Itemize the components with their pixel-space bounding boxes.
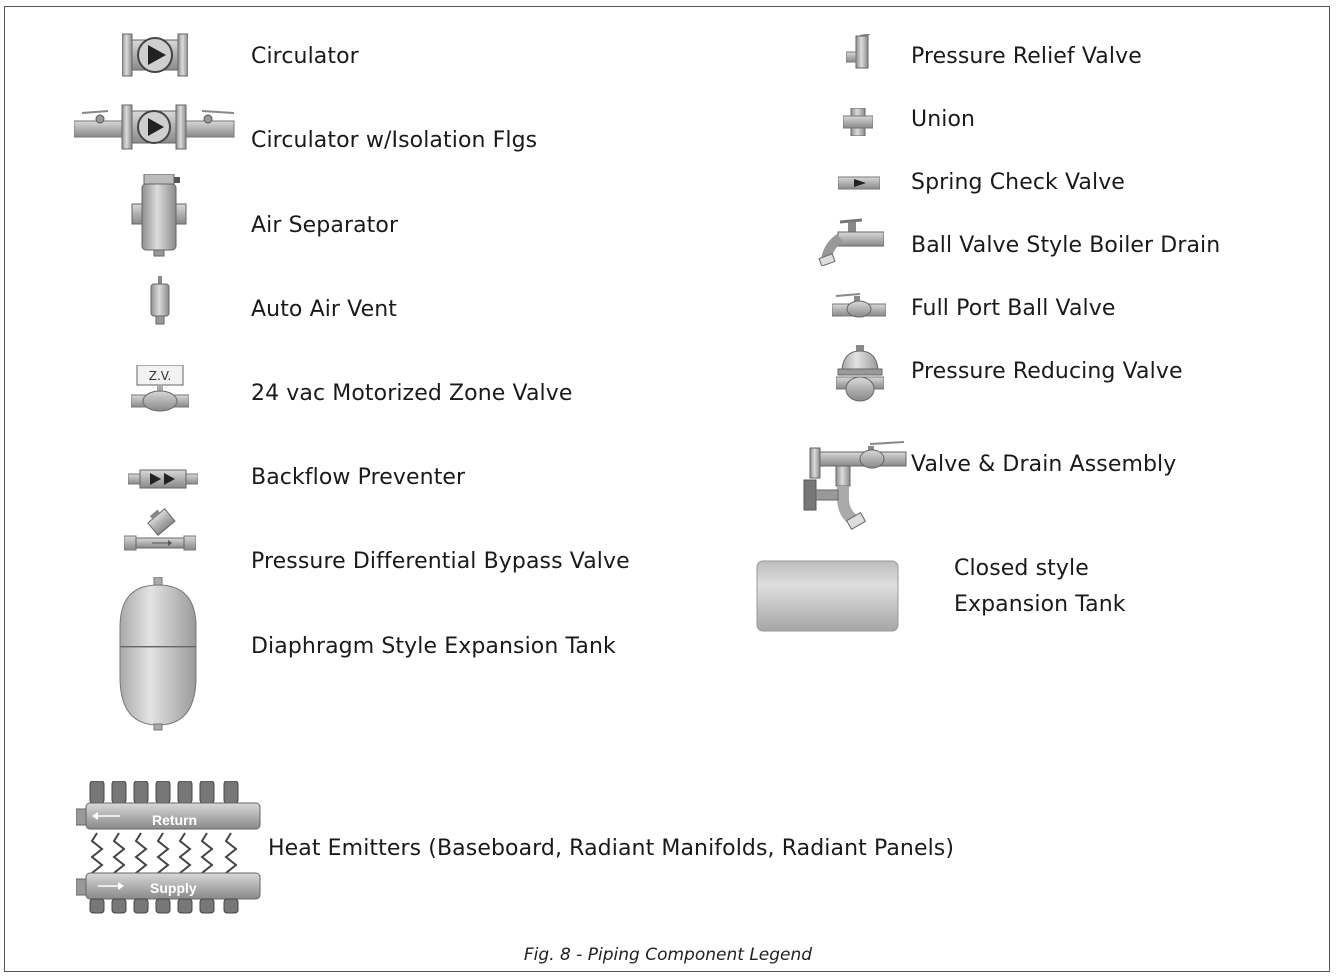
closed-tank-label-line2: Expansion Tank <box>954 592 1126 617</box>
zone-valve-icon: Z.V. <box>131 365 189 415</box>
circulator-label: Circulator <box>251 44 359 69</box>
backflow-preventer-icon <box>128 468 198 490</box>
circulator-isolation-flanges-label: Circulator w/Isolation Flgs <box>251 128 538 153</box>
circulator-icon <box>122 30 188 80</box>
ball-valve-icon <box>832 292 886 318</box>
figure-caption: Fig. 8 - Piping Component Legend <box>523 945 813 965</box>
pressure-relief-valve-icon <box>846 34 874 74</box>
zone-valve-text: Z.V. <box>149 369 172 383</box>
zone-valve-label: 24 vac Motorized Zone Valve <box>251 381 573 406</box>
heat-emitters-label: Heat Emitters (Baseboard, Radiant Manifo… <box>268 836 955 861</box>
diaphragm-tank-icon <box>118 577 198 731</box>
manifold-icon <box>76 781 266 915</box>
closed-tank-icon <box>756 560 899 632</box>
boiler-drain-icon <box>818 218 884 266</box>
auto-air-vent-label: Auto Air Vent <box>251 297 398 322</box>
manifold-supply-label: Supply <box>150 880 197 896</box>
valve-drain-assembly-label: Valve & Drain Assembly <box>911 452 1177 477</box>
backflow-preventer-label: Backflow Preventer <box>251 465 466 490</box>
spring-check-valve-label: Spring Check Valve <box>911 170 1125 195</box>
ball-valve-label: Full Port Ball Valve <box>911 296 1116 321</box>
air-separator-icon <box>130 174 190 258</box>
spring-check-valve-icon <box>838 175 880 191</box>
boiler-drain-label: Ball Valve Style Boiler Drain <box>911 233 1221 258</box>
union-label: Union <box>911 107 976 132</box>
closed-tank-label-line1: Closed style <box>954 556 1089 581</box>
pressure-relief-valve-label: Pressure Relief Valve <box>911 44 1142 69</box>
bypass-valve-label: Pressure Differential Bypass Valve <box>251 549 630 574</box>
air-separator-label: Air Separator <box>251 213 399 238</box>
bypass-valve-icon <box>124 508 196 552</box>
manifold-return-label: Return <box>152 812 198 828</box>
valve-drain-assembly-icon <box>796 438 908 532</box>
union-icon <box>843 108 873 136</box>
legend-frame <box>4 6 1330 972</box>
diaphragm-tank-label: Diaphragm Style Expansion Tank <box>251 634 616 659</box>
pressure-reducing-valve-label: Pressure Reducing Valve <box>911 359 1183 384</box>
pressure-reducing-valve-icon <box>836 345 884 403</box>
circulator-isolation-flanges-icon <box>74 99 236 155</box>
auto-air-vent-icon <box>148 276 172 326</box>
